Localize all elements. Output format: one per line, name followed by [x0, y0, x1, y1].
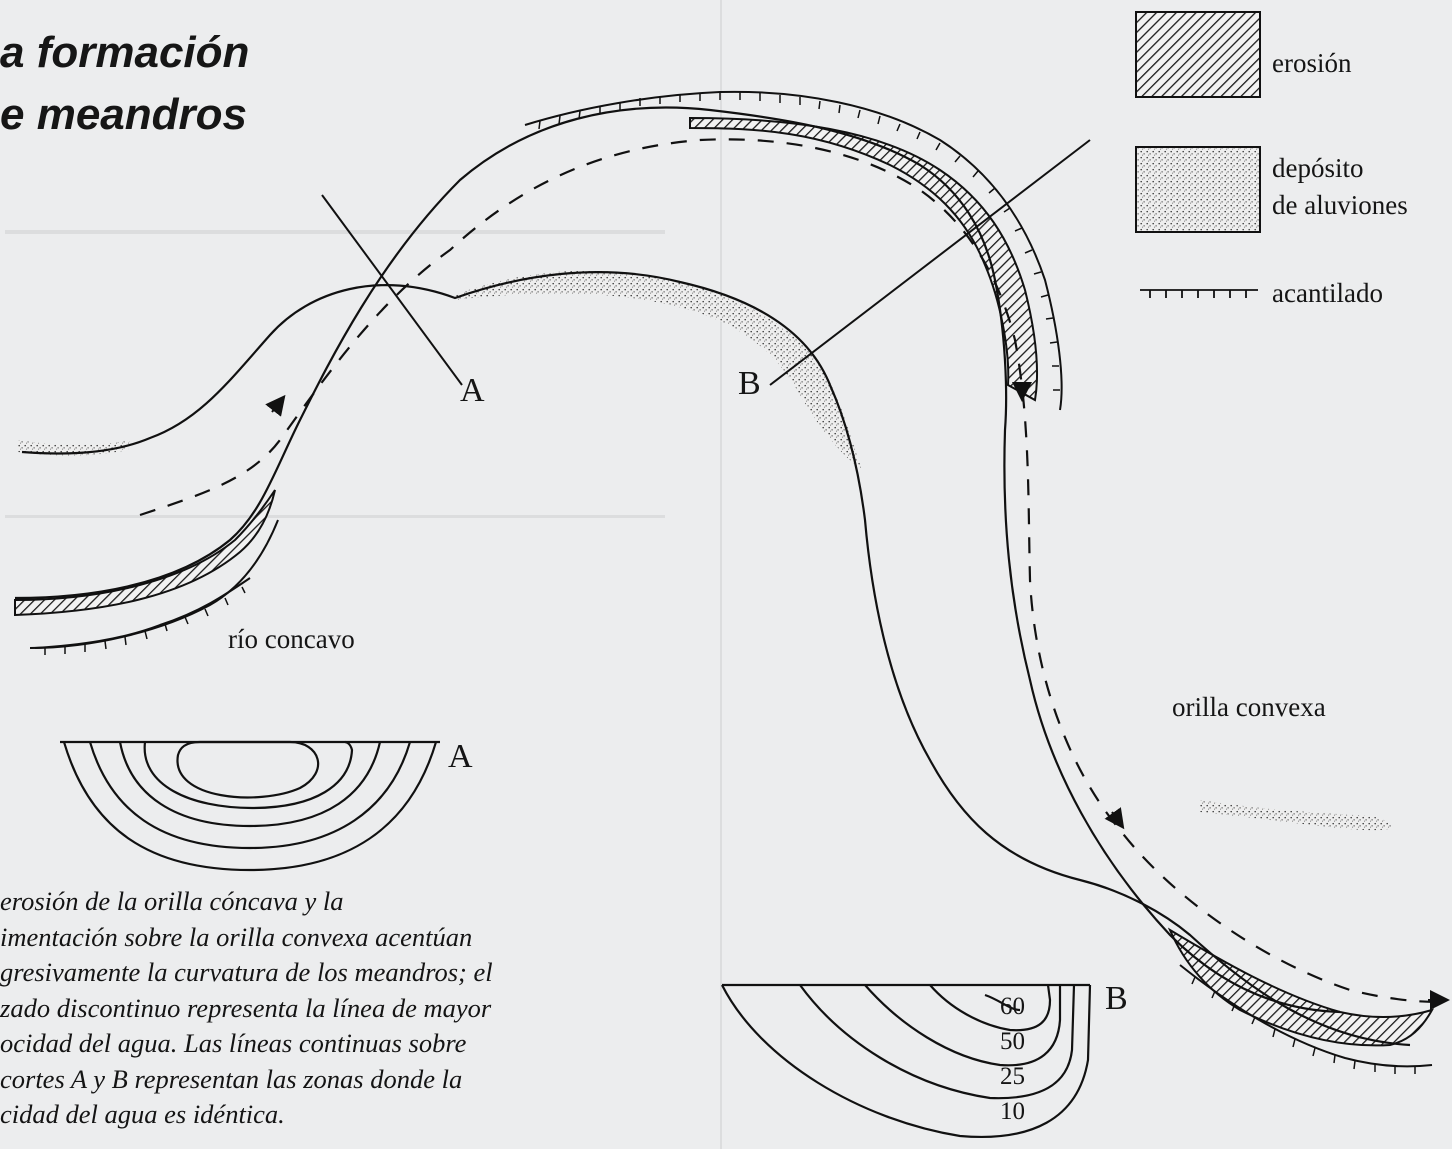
legend-erosion-swatch: [1135, 11, 1261, 98]
section-b-map-label: B: [738, 365, 761, 402]
cross-section-b: [721, 983, 1092, 1138]
cliff-line-left: [34, 577, 251, 649]
legend-deposit-label-line2: de aluviones: [1272, 190, 1408, 220]
caption-line: imentación sobre la orilla convexa acent…: [0, 921, 473, 952]
isoline-value-25: 25: [1000, 1063, 1025, 1090]
isoline-value-60: 60: [1000, 993, 1025, 1020]
river-bank-outer: [14, 106, 1341, 1014]
figure-caption: erosión de la orilla cóncava y la imenta…: [0, 884, 720, 1133]
section-line-b: [769, 139, 1091, 386]
erosion-band-top-bend: [689, 116, 1038, 402]
max-velocity-line: [139, 138, 1441, 1004]
section-b-profile-label: B: [1105, 980, 1128, 1017]
cliff-ticks-right: [1191, 976, 1416, 1074]
legend-deposit-label-line1: depósito: [1272, 153, 1364, 183]
legend-erosion-label: erosión: [1272, 48, 1352, 78]
section-a-map-label: A: [460, 372, 485, 409]
caption-line: erosión de la orilla cóncava y la: [0, 886, 344, 916]
erosion-band-right: [1167, 927, 1435, 1047]
legend-deposit-swatch: [1135, 146, 1261, 233]
cliff-line-right: [1179, 964, 1433, 1068]
legend-cliff-label: acantilado: [1272, 278, 1383, 308]
cliff-ticks-top: [538, 92, 1060, 391]
velocity-arrow-left: [265, 394, 286, 417]
caption-line: cortes A y B representan las zonas donde…: [0, 1063, 463, 1094]
deposit-area-inner-bend: [455, 270, 862, 470]
background-page-ghost: [5, 0, 722, 1149]
caption-line: ocidad del agua. Las líneas continuas so…: [0, 1028, 467, 1058]
caption-line: cidad del agua es idéntica.: [0, 1099, 285, 1129]
erosion-band-left: [14, 489, 276, 617]
caption-line: gresivamente la curvatura de los meandro…: [0, 957, 493, 987]
velocity-arrow-lower: [1104, 807, 1125, 830]
cliff-line-top: [524, 90, 1063, 411]
deposit-area-right-bank: [1200, 800, 1392, 831]
river-bank-inner: [21, 271, 1411, 1047]
legend-cliff-symbol: [1140, 289, 1258, 298]
isoline-value-10: 10: [1000, 1098, 1025, 1125]
title-line-1: a formación: [0, 28, 250, 77]
concave-bank-label: río concavo: [228, 624, 355, 654]
caption-line: zado discontinuo representa la línea de …: [0, 992, 492, 1023]
cross-section-a: [60, 740, 440, 872]
section-line-a: [321, 194, 463, 386]
cliff-ticks-left: [44, 586, 246, 655]
convex-bank-label: orilla convexa: [1172, 692, 1326, 722]
section-a-profile-label: A: [448, 738, 473, 775]
isoline-value-50: 50: [1000, 1028, 1025, 1055]
title-line-2: e meandros: [0, 90, 247, 139]
